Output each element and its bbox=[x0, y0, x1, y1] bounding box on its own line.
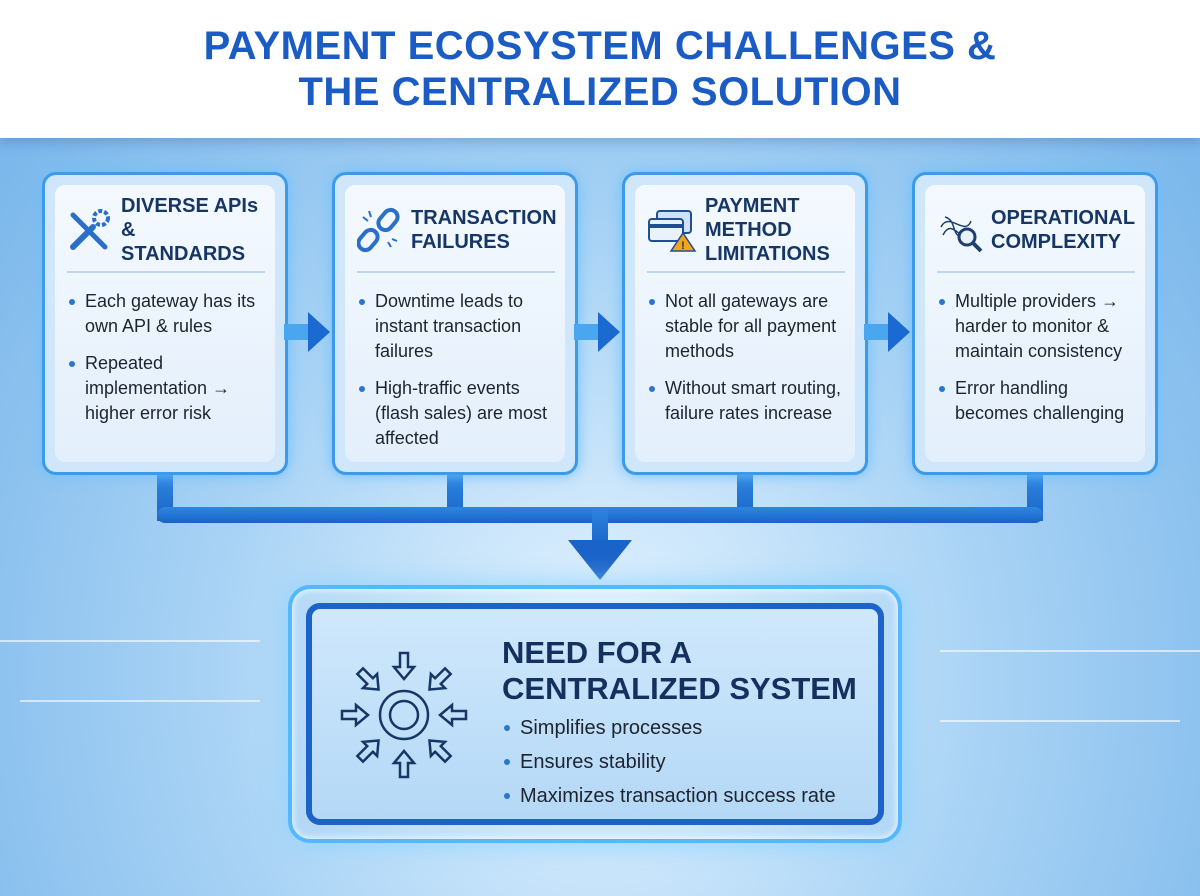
solution-bullet: Simplifies processes bbox=[502, 711, 836, 745]
solution-title-line1: NEED FOR A bbox=[502, 635, 693, 670]
circuit-line bbox=[20, 700, 260, 702]
card-bullet: Multiple providers → harder to monitor &… bbox=[937, 289, 1135, 364]
solution-title-line2: CENTRALIZED SYSTEM bbox=[502, 671, 857, 706]
card-bullet: Without smart routing, failure rates inc… bbox=[647, 376, 845, 426]
card-title: OPERATIONAL COMPLEXITY bbox=[991, 207, 1135, 253]
circuit-line bbox=[940, 720, 1180, 722]
broken-chain-icon bbox=[357, 207, 400, 253]
converging-arrows-icon bbox=[340, 651, 468, 779]
connector bbox=[592, 507, 608, 547]
circuit-line bbox=[0, 640, 260, 642]
solution-bullet: Maximizes transaction success rate bbox=[502, 779, 836, 813]
card-bullet: High-traffic events (flash sales) are mo… bbox=[357, 376, 555, 451]
circuit-line bbox=[940, 650, 1200, 652]
wrench-gear-icon bbox=[70, 209, 110, 250]
down-arrow-icon bbox=[568, 540, 632, 580]
card-transaction-failures: TRANSACTION FAILURES Downtime leads to i… bbox=[332, 172, 578, 475]
card-diverse-apis: DIVERSE APIs & STANDARDS Each gateway ha… bbox=[42, 172, 288, 475]
title-banner: PAYMENT ECOSYSTEM CHALLENGES & THE CENTR… bbox=[0, 0, 1200, 138]
card-bullet: Error handling becomes challenging bbox=[937, 376, 1135, 426]
right-arrow-icon bbox=[864, 312, 910, 352]
card-title: TRANSACTION FAILURES bbox=[411, 207, 557, 253]
card-payment-method-limitations: ! PAYMENT METHOD LIMITATIONS Not all gate… bbox=[622, 172, 868, 475]
svg-text:!: ! bbox=[681, 240, 685, 252]
cards-warning-icon: ! bbox=[648, 210, 697, 252]
page-title-line1: PAYMENT ECOSYSTEM CHALLENGES & bbox=[203, 24, 997, 68]
page-title-line2: THE CENTRALIZED SOLUTION bbox=[298, 70, 902, 114]
card-operational-complexity: OPERATIONAL COMPLEXITY Multiple provider… bbox=[912, 172, 1158, 475]
card-bullet: Downtime leads to instant transaction fa… bbox=[357, 289, 555, 364]
card-bullet: Not all gateways are stable for all paym… bbox=[647, 289, 845, 364]
solution-bullet: Ensures stability bbox=[502, 745, 836, 779]
card-title: PAYMENT METHOD LIMITATIONS bbox=[705, 195, 830, 265]
right-arrow-icon bbox=[574, 312, 620, 352]
card-bullet: Repeated implementation → higher error r… bbox=[67, 351, 265, 426]
card-bullet: Each gateway has its own API & rules bbox=[67, 289, 265, 339]
right-arrow-icon bbox=[284, 312, 330, 352]
card-title: DIVERSE APIs & STANDARDS bbox=[121, 195, 259, 265]
tangle-magnifier-icon bbox=[940, 216, 983, 253]
